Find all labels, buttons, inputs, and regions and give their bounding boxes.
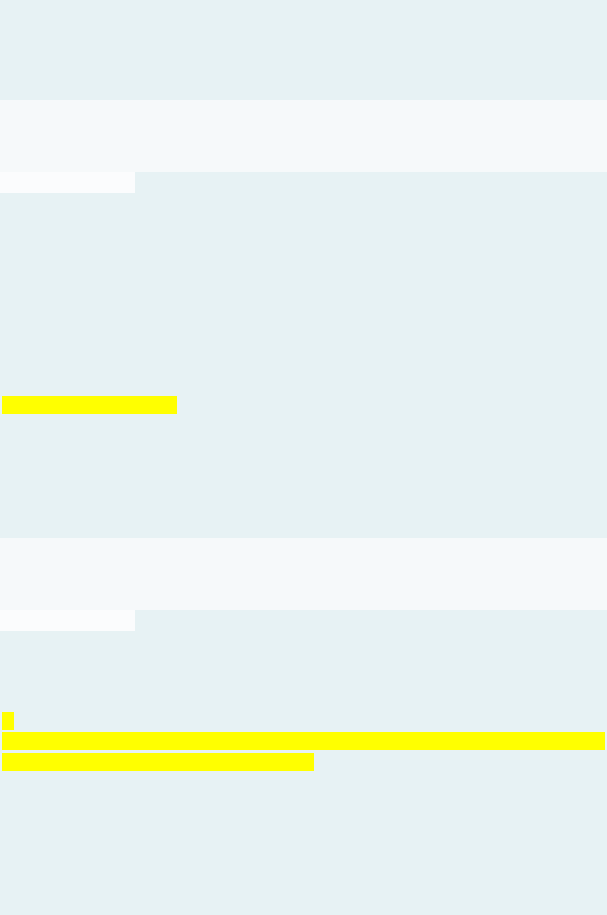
section-2-highlighted-line bbox=[2, 753, 314, 771]
section-1-highlighted-line bbox=[2, 396, 177, 414]
section-2-header-band bbox=[0, 538, 607, 610]
section-1-header-band bbox=[0, 100, 607, 172]
section-2-highlighted-marker bbox=[2, 712, 14, 730]
section-2-tab[interactable] bbox=[0, 610, 135, 631]
section-1-tab[interactable] bbox=[0, 172, 135, 193]
section-2-highlighted-line bbox=[2, 732, 605, 750]
